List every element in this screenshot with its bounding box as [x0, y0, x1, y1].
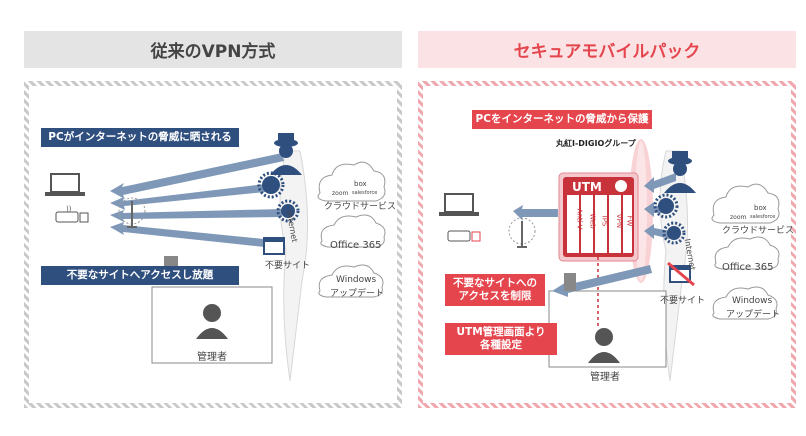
virus-icon: [257, 171, 300, 223]
left-windows-1: Windows: [336, 275, 377, 285]
left-cloud-services: クラウドサービス: [324, 202, 397, 212]
virus-icon: [653, 193, 686, 245]
right-callout-protect: PCをインターネットの脅威から保護: [472, 110, 652, 129]
left-unwanted-site: 不要サイト: [265, 261, 311, 271]
utm-columns: Anti-V Web IPS VPN FW: [567, 195, 633, 253]
web-page-icon: [263, 237, 285, 255]
left-cloud-salesforce: salesforce: [352, 190, 378, 196]
right-cloud-salesforce: salesforce: [750, 214, 776, 220]
right-windows-1: Windows: [732, 296, 773, 306]
right-callout-settings: UTM管理画面より 各種設定: [445, 323, 557, 355]
router-icon: [508, 217, 536, 248]
svg-text:)): )): [66, 205, 72, 213]
router-icon: [118, 197, 146, 228]
left-office: Office 365: [330, 240, 382, 251]
hacker-icon: [664, 151, 696, 193]
cloud-icon: [711, 183, 780, 320]
left-cloud-zoom: zoom: [332, 190, 349, 197]
mobile-router-icon: )): [55, 205, 89, 223]
admin-box: [151, 286, 273, 364]
utm-col-antiv: Anti-V: [575, 208, 584, 230]
right-cloud-zoom: zoom: [730, 214, 747, 221]
right-cloud-box: box: [754, 204, 767, 212]
building-icon: [564, 273, 576, 291]
right-windows-2: アップデート: [726, 310, 781, 320]
utm-device: [558, 172, 639, 262]
utm-col-ips: IPS: [600, 215, 609, 227]
utm-col-web: Web: [588, 213, 597, 229]
utm-col-vpn: VPN: [615, 213, 624, 229]
left-callout-threat: PCがインターネットの脅威に晒される: [41, 128, 239, 147]
right-callout-restrict: 不要なサイトへの アクセスを制限: [445, 274, 545, 306]
right-unwanted-site: 不要サイト: [660, 296, 706, 306]
company-label: 丸紅I-DIGIOグループ: [556, 139, 636, 148]
attack-arrows: [110, 153, 284, 249]
right-title: セキュアモバイルパック: [513, 42, 701, 62]
right-diagram: [439, 139, 780, 382]
left-cloud-box: box: [354, 180, 367, 188]
laptop-icon: [439, 193, 479, 216]
right-cloud-services: クラウドサービス: [722, 226, 795, 236]
right-admin: 管理者: [590, 372, 620, 383]
right-office: Office 365: [722, 262, 774, 273]
web-page-icon: [667, 261, 695, 287]
utm-title: UTM: [572, 180, 602, 194]
hacker-icon: [270, 133, 302, 175]
cloud-icon: [317, 161, 386, 298]
building-icon: [164, 256, 178, 266]
attack-arrows: [513, 173, 676, 297]
left-title-bar: 従来のVPN方式: [24, 31, 402, 68]
mobile-router-icon: [447, 230, 481, 242]
admin-icon: [196, 304, 228, 339]
left-admin: 管理者: [197, 352, 227, 363]
left-windows-2: アップデート: [330, 289, 385, 299]
left-callout-unrestricted: 不要なサイトへアクセスし放題: [41, 266, 239, 285]
utm-col-fw: FW: [625, 215, 634, 227]
left-title: 従来のVPN方式: [150, 42, 276, 62]
laptop-icon: [45, 173, 85, 196]
left-diagram: )): [45, 133, 386, 382]
admin-icon: [588, 328, 620, 363]
right-title-bar: セキュアモバイルパック: [418, 31, 796, 68]
